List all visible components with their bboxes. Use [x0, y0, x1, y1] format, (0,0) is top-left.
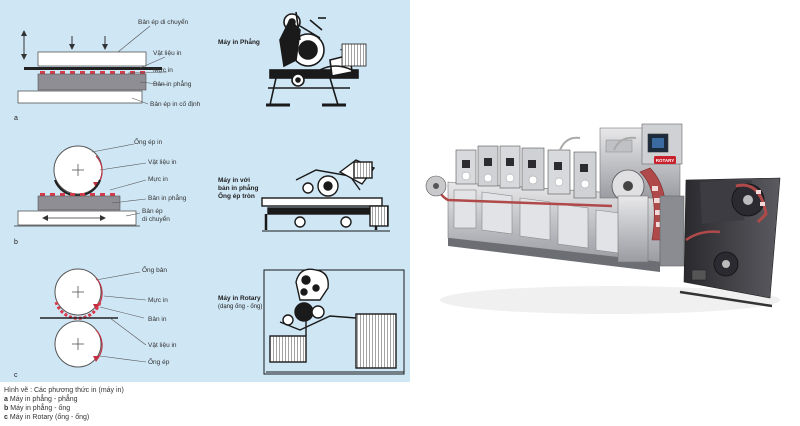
machine-b-title-1: Máy in với: [218, 177, 250, 184]
machine-b-title-2: bản in phẳng: [218, 183, 258, 192]
caption-item-a: a Máy in phẳng - phẳng: [4, 395, 124, 404]
caption-item-key: a: [4, 396, 8, 403]
caption-title: Hình vẽ : Các phương thức in (máy in): [4, 387, 124, 394]
machine-b-title-3: Ống ép tròn: [218, 190, 255, 200]
machine-a-title: Máy in Phẳng: [218, 37, 260, 46]
label-ink: Mực in: [153, 67, 173, 74]
label-plate-c: Bản in: [148, 316, 167, 323]
caption-item-key: b: [4, 405, 9, 412]
flat-plate-b: [37, 195, 121, 211]
machine-c-title-2: (dạng ống - ống): [218, 304, 262, 310]
machine-c-title-1: Máy in Rotary: [218, 295, 261, 302]
label-cylinder: Ống ép in: [134, 136, 163, 146]
caption-item-text: Máy in phẳng - ống: [10, 405, 71, 412]
fixed-plate: [17, 90, 143, 104]
label-moving-plate-2: di chuyển: [142, 215, 170, 223]
section-letter-a: a: [14, 115, 18, 122]
label-moving-plate-1: Bản ép: [142, 208, 163, 215]
caption-item-text: Máy in Rotary (ống - ống): [9, 414, 90, 421]
label-ink-c: Mực in: [148, 297, 168, 304]
label-impression-cylinder: Ống ép: [148, 356, 170, 366]
brand-badge-text: ROTARY: [656, 158, 675, 163]
rotary-press-illustration: [263, 268, 405, 375]
caption-item-key: c: [4, 414, 8, 421]
section-letter-c: c: [14, 372, 18, 379]
rotary-press-photo: ROTARY: [425, 123, 781, 314]
section-b: Ống ép in Vật liệu in Mực in Bản in phẳn…: [14, 136, 390, 246]
cylinder-press-illustration: [261, 159, 390, 232]
caption-item-text: Máy in phẳng - phẳng: [9, 396, 78, 403]
ink-dots-b: [40, 193, 115, 196]
flatbed-press-illustration: [266, 11, 367, 107]
moving-plate: [37, 51, 147, 67]
label-flat-plate: Bản in phẳng: [153, 79, 192, 88]
label-ink-b: Mực in: [148, 176, 168, 183]
label-flat-plate-b: Bản in phẳng: [148, 193, 187, 202]
label-material-b: Vật liệu in: [148, 159, 177, 166]
figure-caption: Hình vẽ : Các phương thức in (máy in) a …: [4, 386, 124, 422]
brand-badge: [654, 156, 676, 164]
section-c: Ống bản Mực in Bản in Vật liệu in Ống ép…: [14, 264, 405, 379]
section-a: Bản ép di chuyển Vật liệu in Mực in Bản …: [14, 11, 367, 122]
caption-item-c: c Máy in Rotary (ống - ống): [4, 413, 124, 422]
print-material: [24, 67, 162, 70]
label-plate-cylinder: Ống bản: [142, 264, 167, 274]
ink-dots: [40, 71, 145, 74]
label-material: Vật liệu in: [153, 50, 182, 57]
section-letter-b: b: [14, 239, 18, 246]
label-material-c: Vật liệu in: [148, 342, 177, 349]
print-stations: [455, 145, 597, 199]
label-fixed-plate: Bản ép in cố định: [150, 99, 201, 108]
label-top-plate: Bản ép di chuyển: [138, 18, 189, 26]
flat-plate: [37, 73, 147, 91]
caption-item-b: b Máy in phẳng - ống: [4, 404, 124, 413]
